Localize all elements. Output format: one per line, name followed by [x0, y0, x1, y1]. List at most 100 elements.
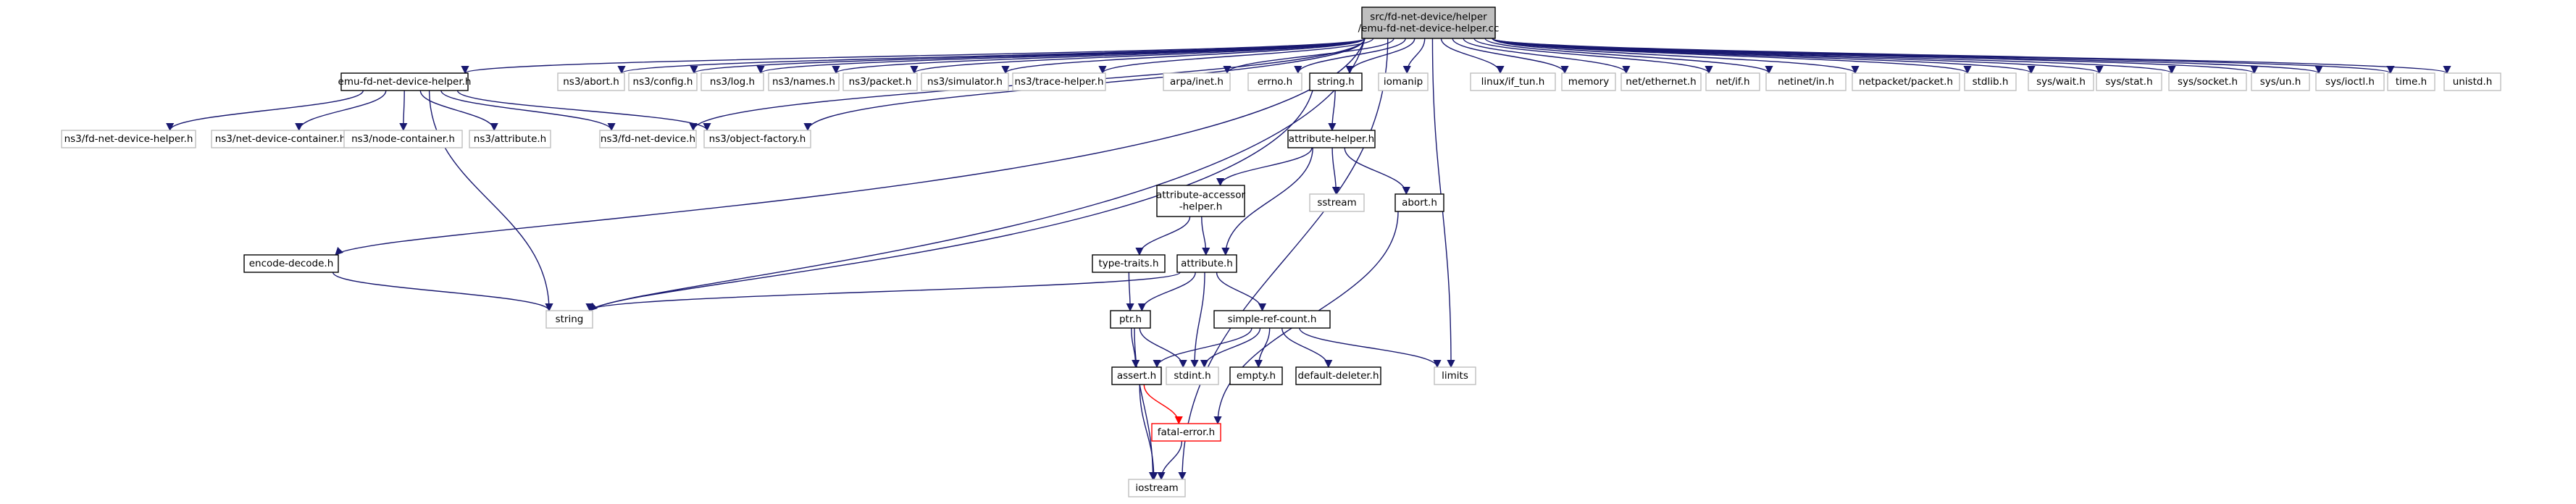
node-aborth[interactable]: abort.h — [1394, 193, 1444, 212]
node-label: arpa/inet.h — [1170, 76, 1224, 88]
node-label: string — [556, 314, 584, 325]
node-box — [1470, 72, 1556, 91]
edge-root-to-iomanip — [1402, 38, 1426, 75]
edge-ptr-to-iostream — [1134, 327, 1158, 481]
node-attributeh[interactable]: attribute.h — [1176, 254, 1237, 273]
node-sysioctl: sys/ioctl.h — [2315, 72, 2385, 91]
node-label: ptr.h — [1119, 314, 1142, 325]
node-ptr[interactable]: ptr.h — [1110, 310, 1151, 329]
node-box — [2443, 72, 2501, 91]
node-label: src/fd-net-device/helper — [1370, 12, 1487, 23]
node-label: ns3/fd-net-device.h — [601, 133, 695, 145]
node-stringh[interactable]: string.h — [1309, 72, 1363, 91]
edge-simplerefcount-to-stdint — [1200, 327, 1261, 369]
node-box — [1434, 366, 1476, 385]
node-emptyh[interactable]: empty.h — [1229, 366, 1283, 385]
node-label: /emu-fd-net-device-helper.cc — [1358, 23, 1500, 35]
node-box — [628, 72, 698, 91]
node-box — [1151, 423, 1221, 442]
edge-encode-to-string — [332, 272, 553, 312]
node-errno: errno.h — [1247, 72, 1302, 91]
node-box — [1229, 366, 1283, 385]
edge-simplerefcount-to-asserth — [1153, 327, 1253, 369]
node-box — [2315, 72, 2385, 91]
edge-root-to-ns3simulator — [1001, 38, 1366, 75]
node-label: errno.h — [1258, 76, 1292, 88]
node-label: time.h — [2396, 76, 2427, 88]
node-ns3attribute: ns3/attribute.h — [469, 130, 551, 148]
edge-ptr-to-asserth — [1131, 327, 1140, 369]
edge-root-to-iostream — [1178, 38, 1389, 481]
node-ns3log: ns3/log.h — [701, 72, 764, 91]
node-attraccessor[interactable]: attribute-accessor-helper.h — [1156, 185, 1246, 217]
node-box — [1561, 72, 1616, 91]
edge-root-to-ns3log — [756, 38, 1366, 75]
node-sysun: sys/un.h — [2251, 72, 2310, 91]
node-box — [1394, 193, 1444, 212]
node-label: simple-ref-count.h — [1228, 314, 1317, 325]
node-netinetin: netinet/in.h — [1765, 72, 1847, 91]
edge-root-to-netif — [1473, 38, 1713, 75]
node-simplerefcount[interactable]: simple-ref-count.h — [1213, 310, 1331, 329]
node-label: -helper.h — [1179, 201, 1223, 213]
node-encode[interactable]: encode-decode.h — [243, 254, 339, 273]
node-ns3packet: ns3/packet.h — [842, 72, 918, 91]
node-label: limits — [1442, 370, 1468, 382]
node-box — [599, 130, 697, 148]
node-root[interactable]: src/fd-net-device/helper/emu-fd-net-devi… — [1358, 7, 1500, 39]
node-defaultdeleter[interactable]: default-deleter.h — [1295, 366, 1381, 385]
node-box — [243, 254, 339, 273]
node-box — [2168, 72, 2247, 91]
node-label: attribute.h — [1181, 258, 1233, 269]
node-box — [1111, 366, 1162, 385]
node-netif: net/if.h — [1705, 72, 1760, 91]
node-nodecont: ns3/node-container.h — [343, 130, 463, 148]
edge-typetraits-to-ptr — [1126, 272, 1134, 312]
edge-asserth-to-fatalerror — [1143, 384, 1183, 425]
node-box — [1092, 254, 1166, 273]
node-attrhelper[interactable]: attribute-helper.h — [1287, 130, 1376, 148]
node-iomanip: iomanip — [1378, 72, 1429, 91]
node-label: netinet/in.h — [1778, 76, 1834, 88]
node-label: net/if.h — [1715, 76, 1749, 88]
node-fdnetdevice: ns3/fd-net-device.h — [599, 130, 697, 148]
edge-emuhelper-to-ns3attribute — [419, 90, 498, 132]
node-string: string — [545, 310, 593, 329]
node-label: sys/socket.h — [2178, 76, 2238, 88]
node-label: memory — [1568, 76, 1609, 88]
edge-attributeh-to-ptr — [1137, 272, 1196, 312]
node-emuhelper[interactable]: emu-fd-net-device-helper.h — [338, 72, 472, 91]
edge-root-to-ns3packet — [910, 38, 1366, 75]
node-box — [1166, 366, 1219, 385]
node-label: sys/wait.h — [2036, 76, 2086, 88]
edge-attraccessor-to-typetraits — [1135, 216, 1191, 256]
node-label: ns3/config.h — [633, 76, 693, 88]
node-label: assert.h — [1117, 370, 1156, 382]
node-label: encode-decode.h — [249, 258, 334, 269]
node-box — [1621, 72, 1702, 91]
node-label: sys/un.h — [2260, 76, 2301, 88]
node-netethernet: net/ethernet.h — [1621, 72, 1702, 91]
node-label: sys/stat.h — [2105, 76, 2152, 88]
edge-attraccessor-to-attributeh — [1201, 216, 1210, 256]
edge-attrhelper-to-attributeh — [1221, 147, 1313, 256]
node-timeh: time.h — [2387, 72, 2435, 91]
node-asserth[interactable]: assert.h — [1111, 366, 1162, 385]
node-stdlib: stdlib.h — [1964, 72, 2017, 91]
node-label: ns3/object-factory.h — [709, 133, 806, 145]
node-fatalerror[interactable]: fatal-error.h — [1151, 423, 1221, 442]
node-arpainet: arpa/inet.h — [1163, 72, 1231, 91]
node-box — [1309, 72, 1363, 91]
node-box — [1705, 72, 1760, 91]
node-syssocket: sys/socket.h — [2168, 72, 2247, 91]
node-label: ns3/packet.h — [849, 76, 912, 88]
node-sstream: sstream — [1309, 193, 1365, 212]
node-limits: limits — [1434, 366, 1476, 385]
node-typetraits[interactable]: type-traits.h — [1092, 254, 1166, 273]
node-box — [921, 72, 1009, 91]
node-box — [1012, 72, 1106, 91]
node-box — [842, 72, 918, 91]
node-box — [469, 130, 551, 148]
node-label: abort.h — [1402, 197, 1437, 209]
edge-root-to-sysioctl — [1492, 38, 2323, 75]
